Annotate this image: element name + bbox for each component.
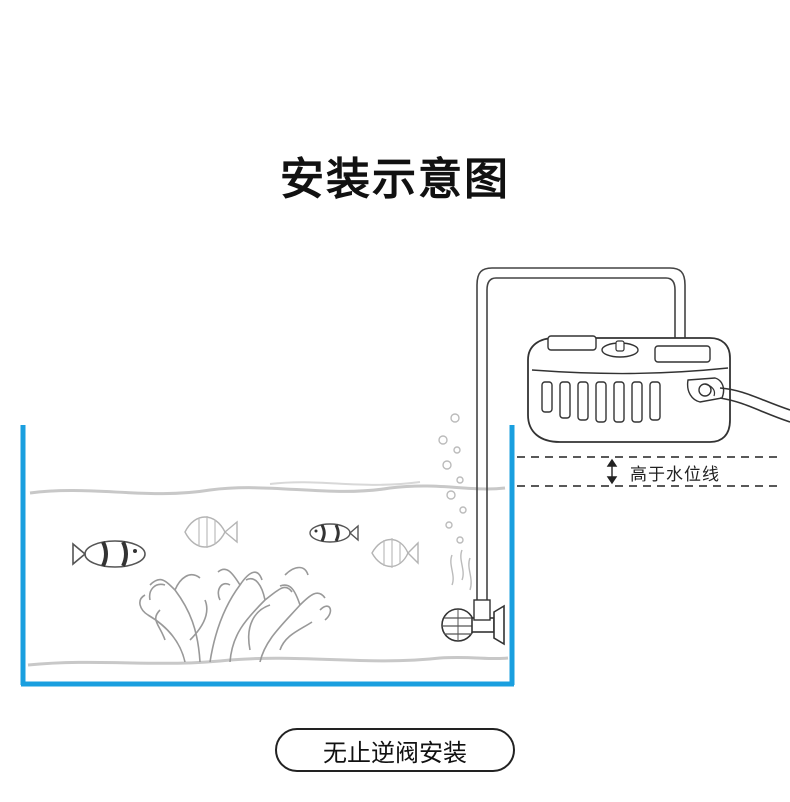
water-surface <box>29 484 506 496</box>
air-pump <box>527 335 731 443</box>
coral <box>139 566 332 663</box>
water-level-label: 高于水位线 <box>628 460 722 485</box>
bubbles <box>438 413 472 591</box>
air-stone <box>441 599 505 646</box>
sand-bottom <box>27 655 509 667</box>
power-cord <box>719 387 790 411</box>
fish-icon <box>72 540 146 568</box>
aquarium-tank <box>20 425 515 687</box>
fish-icon <box>309 523 359 543</box>
fish-icon <box>371 538 419 568</box>
air-tube <box>476 267 686 610</box>
install-note-text: 无止逆阀安装 <box>323 738 467 767</box>
fish-icon <box>184 516 238 548</box>
water-level-markers <box>517 456 782 487</box>
install-note-badge: 无止逆阀安装 <box>275 728 515 772</box>
diagram-title: 安装示意图 <box>280 154 510 205</box>
height-arrow-icon <box>606 458 618 485</box>
